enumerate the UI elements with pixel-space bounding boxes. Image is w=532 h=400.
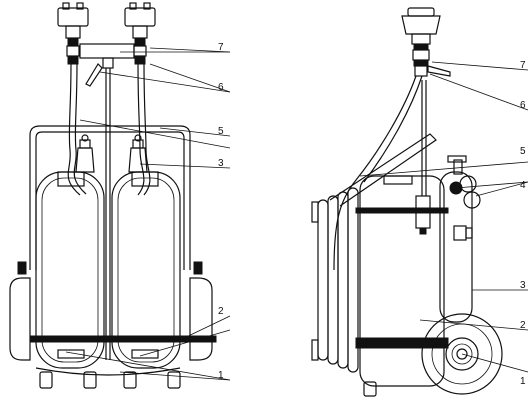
side-label-2: 2	[520, 320, 526, 331]
front-strap-band	[29, 335, 217, 343]
front-nozzle-bracket	[79, 43, 135, 59]
front-cylinder-right	[111, 171, 181, 369]
side-gauge-2	[463, 191, 481, 209]
side-wheel	[421, 313, 503, 395]
front-leaders	[65, 47, 231, 381]
side-hose-coil	[311, 187, 359, 373]
side-label-7: 7	[520, 60, 526, 71]
front-view: 7 6 5 3 2 1	[9, 2, 231, 389]
side-view: 7 6 5 4 3 2 1	[311, 7, 529, 397]
front-wheel-right	[189, 261, 213, 361]
side-handle	[329, 133, 437, 207]
front-label-6: 6	[218, 82, 224, 93]
side-label-1: 1	[520, 376, 526, 387]
front-wheel-left	[9, 261, 31, 361]
side-nozzle	[401, 7, 451, 77]
side-label-3: 3	[520, 280, 526, 291]
side-label-4: 4	[520, 180, 526, 191]
front-label-1: 1	[218, 370, 224, 381]
front-valve-left	[75, 134, 95, 173]
front-label-3: 3	[218, 158, 224, 169]
side-label-5: 5	[520, 146, 526, 157]
side-hose	[333, 75, 417, 271]
front-label-2: 2	[218, 306, 224, 317]
front-valve-right	[128, 134, 148, 173]
side-cylinder	[355, 175, 449, 397]
front-lever	[85, 63, 103, 87]
side-gas-cylinder	[439, 155, 473, 323]
front-label-7: 7	[218, 42, 224, 53]
front-nozzle-left	[57, 2, 89, 65]
side-label-6: 6	[520, 100, 526, 111]
side-gauge-1	[459, 175, 477, 193]
front-cylinder-left	[35, 171, 105, 369]
front-label-5: 5	[218, 126, 224, 137]
front-hose-left	[67, 63, 81, 196]
front-nozzle-right	[124, 2, 156, 65]
front-hose-right	[137, 63, 145, 196]
side-leaders	[359, 61, 529, 373]
